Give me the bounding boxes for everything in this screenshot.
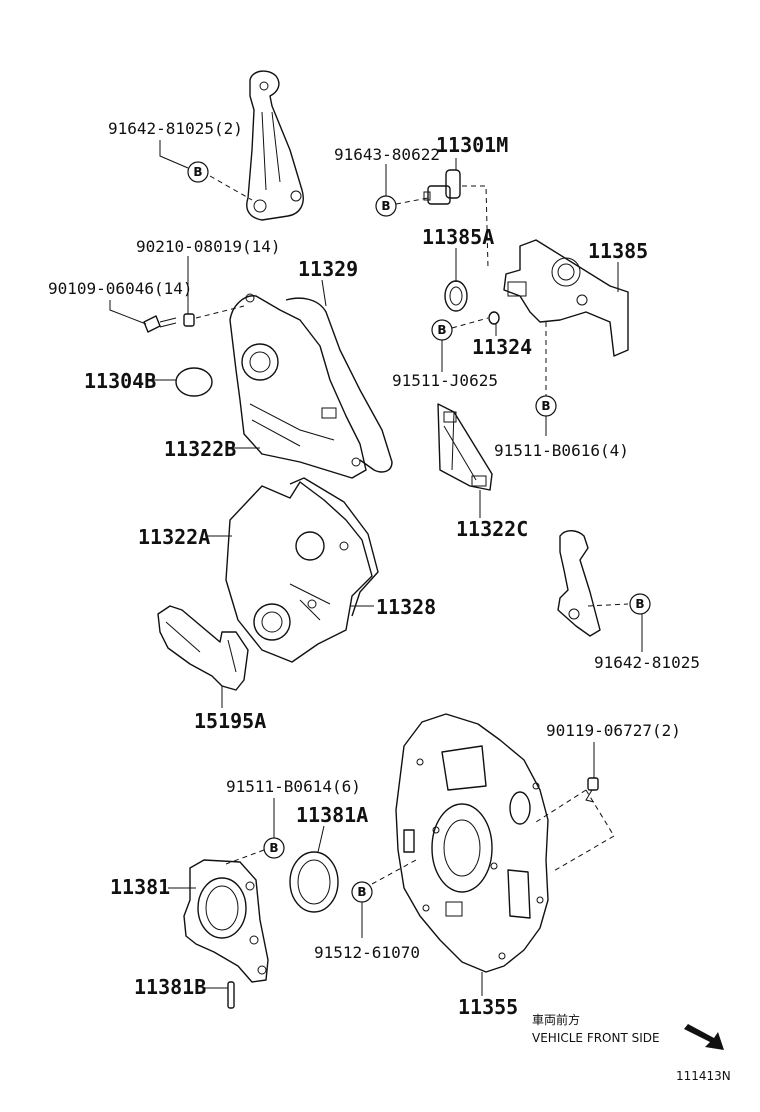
label-11301m: 11301M bbox=[436, 133, 508, 157]
collar-90210 bbox=[183, 313, 195, 327]
bolt-90119 bbox=[585, 777, 599, 803]
label-11304b: 11304B bbox=[84, 369, 156, 393]
bolt-marker-4: B bbox=[535, 395, 557, 417]
retainer-11381 bbox=[183, 859, 269, 983]
bolt-marker-1: B bbox=[187, 161, 209, 183]
label-11385a: 11385A bbox=[422, 225, 494, 249]
label-11385: 11385 bbox=[588, 239, 648, 263]
label-11328: 11328 bbox=[376, 595, 436, 619]
guide-15195a bbox=[157, 605, 249, 691]
label-11322a: 11322A bbox=[138, 525, 210, 549]
label-91642-81025-2: 91642-81025(2) bbox=[108, 119, 243, 138]
engine-hanger-lower bbox=[557, 530, 601, 637]
label-15195a: 15195A bbox=[194, 709, 266, 733]
label-11381: 11381 bbox=[110, 875, 170, 899]
label-91511-b0614-6: 91511-B0614(6) bbox=[226, 777, 361, 796]
svg-text:B: B bbox=[381, 199, 390, 213]
bracket-11385 bbox=[503, 239, 629, 357]
seal-11385a bbox=[444, 280, 468, 312]
label-11381a: 11381A bbox=[296, 803, 368, 827]
label-11322c: 11322C bbox=[456, 517, 528, 541]
svg-text:B: B bbox=[635, 597, 644, 611]
end-plate-11355 bbox=[395, 713, 549, 973]
label-91643-80622: 91643-80622 bbox=[334, 145, 440, 164]
label-91511-b0616-4: 91511-B0616(4) bbox=[494, 441, 629, 460]
sensor-11301m bbox=[423, 169, 461, 205]
direction-note-japanese: 車両前方 bbox=[532, 1012, 580, 1027]
bolt-marker-2: B bbox=[375, 195, 397, 217]
label-91511-j0625: 91511-J0625 bbox=[392, 371, 498, 390]
label-91642-81025: 91642-81025 bbox=[594, 653, 700, 672]
drawing-code: 111413N bbox=[676, 1069, 731, 1083]
washer-11324 bbox=[488, 311, 500, 325]
svg-text:B: B bbox=[357, 885, 366, 899]
label-11355: 11355 bbox=[458, 995, 518, 1019]
svg-text:B: B bbox=[269, 841, 278, 855]
timing-cover-11322a bbox=[225, 481, 373, 663]
direction-note-english: VEHICLE FRONT SIDE bbox=[532, 1031, 660, 1045]
bolt-marker-7: B bbox=[351, 881, 373, 903]
insulator-11322c bbox=[437, 403, 493, 491]
bolt-90109 bbox=[143, 315, 177, 333]
pin-11381b bbox=[227, 981, 235, 1009]
label-11329: 11329 bbox=[298, 257, 358, 281]
svg-text:B: B bbox=[193, 165, 202, 179]
label-90119-06727-2: 90119-06727(2) bbox=[546, 721, 681, 740]
leader-lines bbox=[109, 140, 643, 996]
gasket-11328 bbox=[289, 477, 379, 617]
plug-11304b bbox=[175, 367, 213, 397]
label-90210-08019-14: 90210-08019(14) bbox=[136, 237, 281, 256]
svg-text:B: B bbox=[541, 399, 550, 413]
gasket-11329 bbox=[285, 297, 393, 473]
timing-cover-11322b bbox=[229, 293, 367, 479]
label-90109-06046-14: 90109-06046(14) bbox=[48, 279, 193, 298]
label-11322b: 11322B bbox=[164, 437, 236, 461]
svg-text:B: B bbox=[437, 323, 446, 337]
engine-hanger-upper bbox=[246, 70, 304, 221]
label-91512-61070: 91512-61070 bbox=[314, 943, 420, 962]
direction-arrow-icon bbox=[684, 1024, 724, 1050]
seal-11381a bbox=[289, 851, 339, 913]
bolt-marker-5: B bbox=[629, 593, 651, 615]
bolt-marker-6: B bbox=[263, 837, 285, 859]
label-11381b: 11381B bbox=[134, 975, 206, 999]
label-11324: 11324 bbox=[472, 335, 532, 359]
bolt-marker-3: B bbox=[431, 319, 453, 341]
